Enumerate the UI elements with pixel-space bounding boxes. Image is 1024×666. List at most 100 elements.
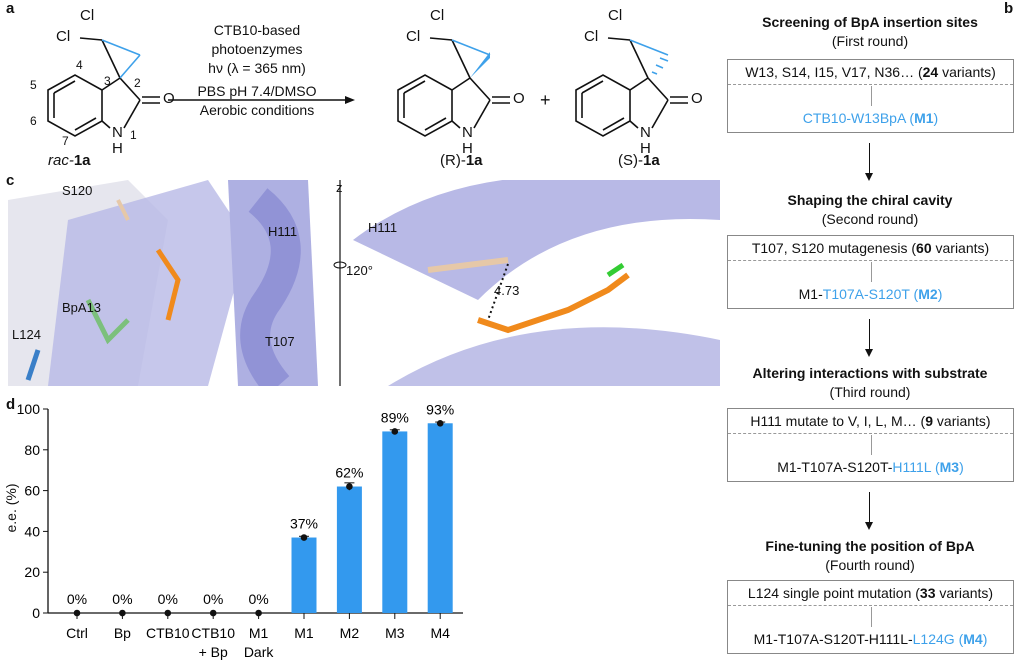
panel-label-d: d [6, 396, 16, 413]
protein-structure-images [8, 180, 720, 386]
atom-n: N [112, 124, 123, 141]
small-arrow-icon [870, 86, 872, 106]
value-label: 0% [248, 591, 268, 607]
locant: 3 [104, 74, 111, 88]
value-label: 0% [67, 591, 87, 607]
reaction-arrow-head [345, 96, 355, 104]
round-result: M1-T107A-S120T (M2) [798, 286, 943, 302]
round-title: Screening of BpA insertion sites [762, 14, 978, 30]
panel-label-b: b [1004, 0, 1014, 17]
category-label: M1 [249, 625, 269, 641]
locant: 6 [30, 114, 37, 128]
panel-label-a: a [6, 0, 15, 17]
value-label: 62% [335, 465, 363, 481]
atom-o: O [513, 90, 525, 107]
atom-o: O [163, 90, 175, 107]
small-arrow-icon [870, 607, 872, 627]
round-title: Altering interactions with substrate [752, 365, 988, 381]
atom-h: H [462, 140, 473, 157]
y-tick-label: 100 [17, 401, 41, 417]
reaction-conditions: CTB10-based photoenzymes hν (λ = 365 nm) P… [172, 21, 342, 120]
round-title: Fine-tuning the position of BpA [765, 538, 975, 554]
rotation-icon [333, 261, 347, 269]
condition-line: photoenzymes [211, 41, 303, 57]
atom-cl: Cl [430, 7, 445, 24]
wedge-bond [470, 52, 490, 78]
y-tick-label: 20 [24, 564, 40, 580]
category-label: Ctrl [66, 625, 88, 641]
round-subtitle: (First round) [831, 33, 909, 49]
residue-label-h111: H111 [268, 224, 298, 239]
condition-line: Aerobic conditions [199, 102, 315, 118]
plus-sign: + [540, 90, 551, 110]
condition-line: PBS pH 7.4/DMSO [197, 83, 317, 99]
round-box: T107, S120 mutagenesis (60 variants) M1-… [727, 235, 1014, 309]
condition-line: hν (λ = 365 nm) [208, 60, 306, 76]
residue-label-l124: L124 [12, 327, 41, 342]
round-box: W13, S14, I15, V17, N36… (24 variants) C… [727, 59, 1014, 133]
data-point [391, 428, 399, 435]
atom-o: O [691, 90, 703, 107]
small-arrow-icon [870, 435, 872, 455]
hashed-bond [651, 57, 669, 75]
round-result: CTB10-W13BpA (M1) [802, 110, 939, 126]
locant: 5 [30, 78, 37, 92]
atom-cl: Cl [584, 28, 599, 45]
value-label: 37% [290, 516, 318, 532]
y-tick-label: 40 [24, 523, 40, 539]
down-arrow-icon [864, 319, 873, 357]
atom-n: N [640, 124, 651, 141]
rotation-angle-label: 120° [346, 263, 373, 278]
down-arrow-icon [864, 143, 873, 181]
screening-scope: L124 single point mutation (33 variants) [747, 585, 994, 601]
y-tick-label: 80 [24, 442, 40, 458]
atom-h: H [112, 140, 123, 157]
product-r-label: (R)-1a [440, 152, 483, 169]
axis-z-label: z [336, 180, 343, 195]
reactant-label: rac-1a [48, 152, 91, 169]
y-tick-label: 60 [24, 483, 40, 499]
round-subtitle: (Fourth round) [825, 557, 915, 573]
residue-label-s120: S120 [62, 183, 93, 198]
data-point [436, 419, 444, 427]
category-label: M1 [294, 625, 314, 641]
distance-label: 4.73 [494, 283, 520, 298]
residue-label-t107: T107 [265, 334, 295, 349]
category-label: M4 [430, 625, 450, 641]
atom-cl: Cl [608, 7, 623, 24]
benzene-ring [47, 74, 103, 137]
locant: 7 [62, 134, 69, 148]
category-label: Dark [244, 644, 275, 660]
bar [336, 486, 362, 613]
round-subtitle: (Third round) [829, 384, 911, 400]
round-box: H111 mutate to V, I, L, M… (9 variants) … [727, 408, 1014, 482]
locant: 4 [76, 58, 83, 72]
category-label: + Bp [199, 644, 228, 660]
y-tick-label: 0 [32, 605, 40, 621]
category-label: M3 [385, 625, 405, 641]
residue-label-h111-right: H111 [368, 220, 398, 235]
bar [291, 537, 317, 613]
screening-scope: W13, S14, I15, V17, N36… (24 variants) [745, 64, 996, 80]
data-point [300, 534, 308, 541]
small-arrow-icon [870, 262, 872, 282]
category-label: CTB10 [191, 625, 235, 641]
panel-label-c: c [6, 172, 15, 189]
bar [427, 423, 453, 613]
locant: 2 [134, 76, 141, 90]
round-result: M1-T107A-S120T-H111L (M3) [777, 459, 964, 475]
value-label: 93% [426, 401, 454, 417]
round-result: M1-T107A-S120T-H111L-L124G (M4) [753, 631, 988, 647]
atom-cl: Cl [406, 28, 421, 45]
value-label: 0% [203, 591, 223, 607]
atom-cl: Cl [80, 7, 95, 24]
bar [382, 431, 408, 613]
screening-scope: T107, S120 mutagenesis (60 variants) [751, 240, 990, 256]
divider [728, 605, 1013, 606]
round-box: L124 single point mutation (33 variants)… [727, 580, 1014, 654]
condition-line: CTB10-based [213, 22, 301, 38]
data-point [346, 483, 353, 490]
atom-n: N [462, 124, 473, 141]
